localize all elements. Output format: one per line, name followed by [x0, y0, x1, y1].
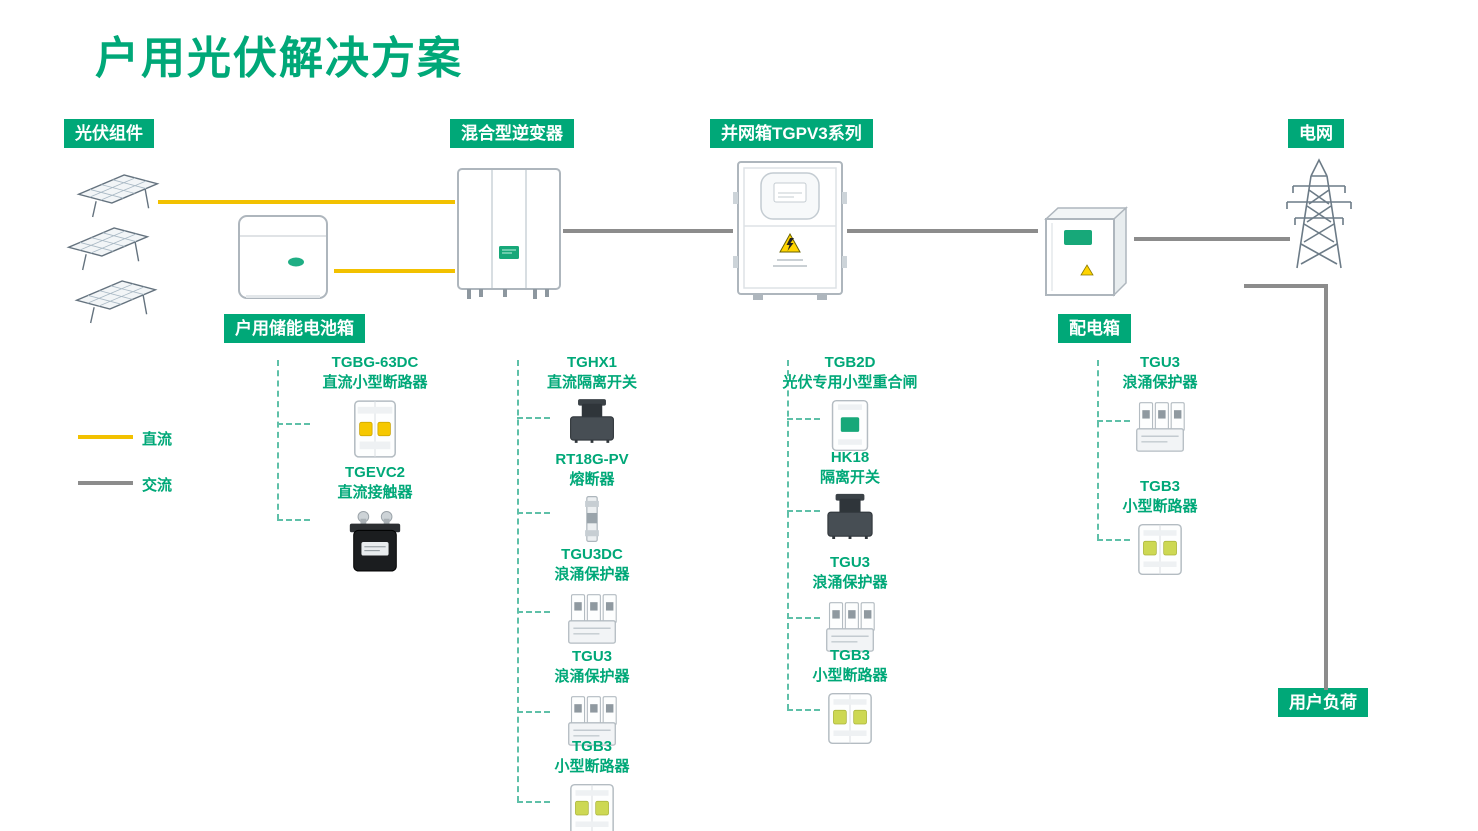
legend-dc-label: 直流 [142, 431, 173, 448]
dashed-connector [277, 360, 279, 520]
component-item: TGU3DC 浪涌保护器 [522, 545, 662, 647]
dashed-connector [1097, 420, 1130, 422]
dashed-connector [517, 417, 550, 419]
mini-circuit-breaker-image [828, 692, 872, 745]
node-label-distribution-box: 配电箱 [1058, 314, 1131, 343]
solar-panels-illustration [67, 174, 159, 324]
pv-recloser-image [831, 399, 869, 452]
component-item: HK18 隔离开关 [770, 448, 930, 540]
dashed-connector [787, 510, 820, 512]
component-item: TGU3 浪涌保护器 [1090, 353, 1230, 455]
ac-line-gridbox-to-distbox [847, 229, 1038, 233]
dashed-connector [1097, 360, 1099, 540]
component-item: TGB3 小型断路器 [770, 646, 930, 747]
legend-dc-line [78, 435, 133, 439]
page-title: 户用光伏解决方案 [95, 34, 463, 83]
distribution-box-illustration [1045, 207, 1127, 296]
mini-circuit-breaker-image [1138, 523, 1182, 576]
node-label-user-load: 用户负荷 [1278, 688, 1368, 717]
surge-protector-image [568, 594, 617, 644]
dashed-connector [277, 423, 310, 425]
component-model: TGEVC2 [344, 464, 405, 481]
component-item: TGU3 浪涌保护器 [522, 647, 662, 749]
dashed-connector [787, 418, 820, 420]
component-model: TGBG-63DC [331, 354, 419, 371]
dashed-connector [517, 801, 550, 803]
dashed-connector [517, 611, 550, 613]
component-name: 浪涌保护器 [1122, 373, 1198, 391]
legend-ac-label: 交流 [142, 477, 173, 494]
dc-line-battery-to-inverter [334, 269, 455, 273]
dashed-connector [277, 519, 310, 521]
component-name: 直流小型断路器 [322, 373, 428, 391]
component-model: TGU3 [571, 648, 612, 665]
legend-ac-line [78, 481, 133, 485]
dc-circuit-breaker-image [354, 400, 396, 458]
component-name: 隔离开关 [819, 468, 880, 486]
inverter-illustration [456, 167, 562, 301]
node-label-grid: 电网 [1288, 119, 1344, 148]
battery-box-illustration [238, 215, 328, 299]
node-label-grid-connection-box: 并网箱TGPV3系列 [710, 119, 873, 148]
component-item: TGU3 浪涌保护器 [770, 553, 930, 655]
dashed-connector [787, 360, 789, 710]
ac-line-distbox-to-grid [1134, 237, 1290, 241]
component-name: 小型断路器 [812, 666, 888, 684]
dc-contactor-image [349, 510, 401, 572]
mini-circuit-breaker-image [570, 783, 614, 831]
ac-line-inverter-to-gridbox [563, 229, 733, 233]
component-name: 浪涌保护器 [554, 565, 630, 583]
component-item: TGEVC2 直流接触器 [300, 463, 450, 575]
dc-line-panels-to-inverter [158, 200, 455, 204]
node-label-battery-box: 户用储能电池箱 [224, 314, 365, 343]
dc-isolator-switch-image [569, 397, 615, 444]
dashed-connector [517, 711, 550, 713]
surge-protector-image [1136, 402, 1185, 452]
isolator-switch-image [826, 492, 874, 540]
component-model: RT18G-PV [555, 451, 629, 468]
fuse-image [584, 495, 600, 543]
component-item: RT18G-PV 熔断器 [522, 450, 662, 544]
component-item: TGHX1 直流隔离开关 [522, 353, 662, 444]
component-model: TGB3 [1139, 478, 1180, 495]
component-model: TGU3 [829, 554, 870, 571]
component-model: TGU3 [1139, 354, 1180, 371]
component-name: 浪涌保护器 [554, 667, 630, 685]
component-item: TGB3 小型断路器 [522, 737, 662, 831]
dashed-connector [787, 709, 820, 711]
component-model: HK18 [830, 449, 870, 466]
dashed-connector [787, 617, 820, 619]
component-model: TGHX1 [566, 354, 617, 371]
component-name: 小型断路器 [1122, 497, 1198, 515]
component-name: 直流隔离开关 [546, 373, 637, 391]
ac-line-grid-branch [1244, 284, 1328, 288]
transmission-tower-illustration [1286, 159, 1352, 269]
ac-line-to-user-load [1324, 284, 1328, 690]
dashed-connector [517, 360, 519, 802]
component-name: 熔断器 [569, 470, 615, 488]
node-label-hybrid-inverter: 混合型逆变器 [450, 119, 574, 148]
component-model: TGB3 [829, 647, 870, 664]
component-model: TGB3 [571, 738, 612, 755]
dashed-connector [517, 512, 550, 514]
component-model: TGB2D [824, 354, 876, 371]
node-label-pv-modules: 光伏组件 [64, 119, 154, 148]
component-item: TGB3 小型断路器 [1090, 477, 1230, 578]
component-item: TGB2D 光伏专用小型重合闸 [770, 353, 930, 454]
component-model: TGU3DC [561, 546, 623, 563]
dashed-connector [1097, 539, 1130, 541]
component-name: 浪涌保护器 [812, 573, 888, 591]
component-item: TGBG-63DC 直流小型断路器 [300, 353, 450, 461]
component-name: 光伏专用小型重合闸 [782, 373, 918, 391]
grid-connection-box-illustration [733, 161, 847, 301]
component-name: 直流接触器 [337, 483, 413, 501]
component-name: 小型断路器 [554, 757, 630, 775]
